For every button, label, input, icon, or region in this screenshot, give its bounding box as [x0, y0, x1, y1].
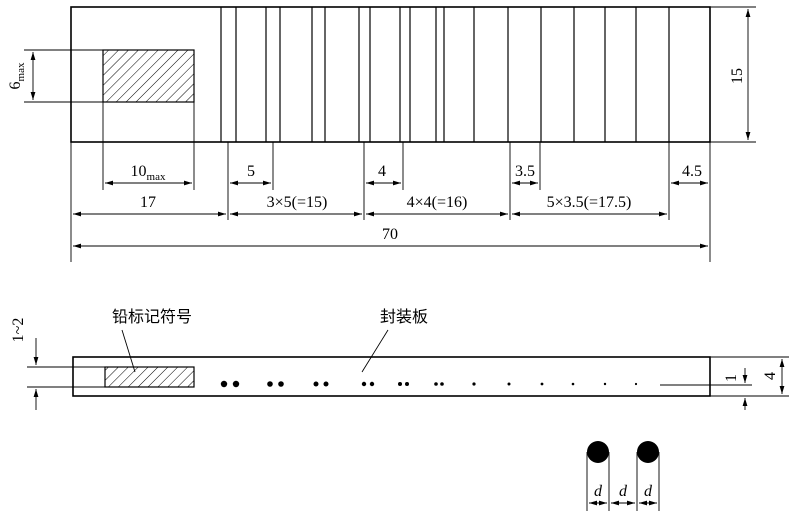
dim-g2-pitch: 4 [378, 163, 386, 180]
dim-thickness-label: 4 [762, 372, 779, 380]
dim-g3-pitch: 3.5 [515, 163, 535, 180]
strip-outline [70, 6, 711, 143]
grooves [220, 7, 670, 142]
dim-right: 4.5 [682, 163, 702, 180]
dim-g1-total: 3×5(=15) [267, 194, 328, 211]
lead-mark-side [104, 366, 195, 388]
detail-d1: d [594, 483, 603, 500]
lead-mark-area [102, 49, 195, 103]
plate-label: 封装板 [380, 307, 428, 326]
dim-height: 15 [710, 6, 756, 143]
dim-gap-label: 1~2 [10, 318, 27, 343]
dim-width-sub: max [15, 62, 27, 81]
dim-width-max: 6max [7, 49, 103, 103]
extension-lines [70, 102, 711, 262]
svg-text:10max: 10max [131, 163, 166, 183]
dim-g2-total: 4×4(=16) [407, 194, 468, 211]
detail-d3: d [644, 483, 653, 500]
top-view: 6max 15 10max [7, 6, 756, 262]
dim-width-main: 6 [7, 81, 24, 89]
dim-mark-length: 10max [105, 163, 192, 186]
dim-totals: 17 3×5(=15) 4×4(=16) 5×3.5(=17.5) [73, 194, 667, 217]
dim-inner-label: 1 [723, 374, 740, 382]
lead-mark-label: 铅标记符号 [112, 307, 192, 326]
dim-g1-pitch: 5 [247, 163, 255, 180]
dim-g3-total: 5×3.5(=17.5) [547, 194, 632, 211]
detail-circle-right [637, 441, 659, 463]
dim-mark-sub: max [147, 171, 166, 183]
detail-d2: d [619, 483, 628, 500]
dim-gap: 1~2 [10, 318, 105, 410]
dim-overall: 70 [73, 226, 708, 249]
side-view: 铅标记符号 封装板 1~2 1 4 [10, 307, 789, 410]
dim-overall-label: 70 [382, 226, 398, 243]
svg-text:6max: 6max [7, 62, 27, 89]
groove-dots [220, 380, 638, 388]
dim-pitches: 5 4 3.5 4.5 [230, 163, 708, 186]
dim-thickness: 1 4 [700, 356, 789, 410]
lead-mark-leader [121, 329, 136, 373]
dim-mark-main: 10 [131, 163, 147, 180]
plate-leader [361, 329, 389, 373]
plate-outline [72, 356, 711, 397]
detail-circle-left [587, 441, 609, 463]
groove-detail: d d d [586, 441, 660, 511]
dim-left: 17 [140, 194, 156, 211]
dim-height-label: 15 [729, 68, 746, 84]
